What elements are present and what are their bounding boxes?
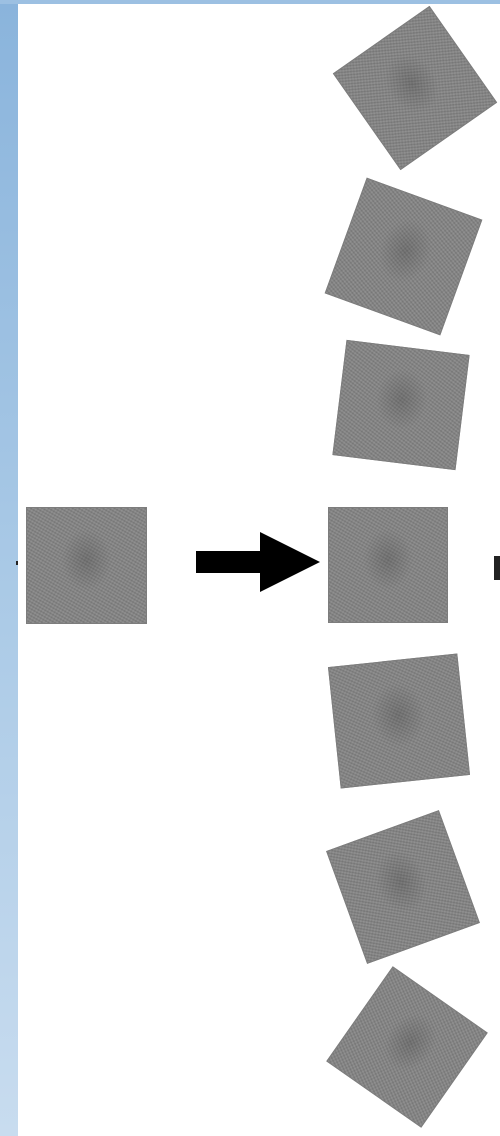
left-edge-mark	[16, 561, 18, 565]
rotated-tile-1	[332, 5, 498, 171]
rotated-tile-5	[327, 653, 471, 789]
slide-left-border	[0, 0, 18, 1136]
input-fingerprint-tile	[26, 507, 147, 624]
rotated-tile-2	[324, 177, 483, 336]
slide-top-border	[0, 0, 500, 4]
rotated-tile-4	[328, 507, 448, 623]
rotated-tile-6	[326, 810, 480, 964]
rotated-tile-7	[326, 966, 488, 1128]
right-arrow-icon	[196, 532, 320, 592]
right-edge-mark	[494, 556, 500, 580]
rotated-tile-3	[332, 339, 470, 471]
